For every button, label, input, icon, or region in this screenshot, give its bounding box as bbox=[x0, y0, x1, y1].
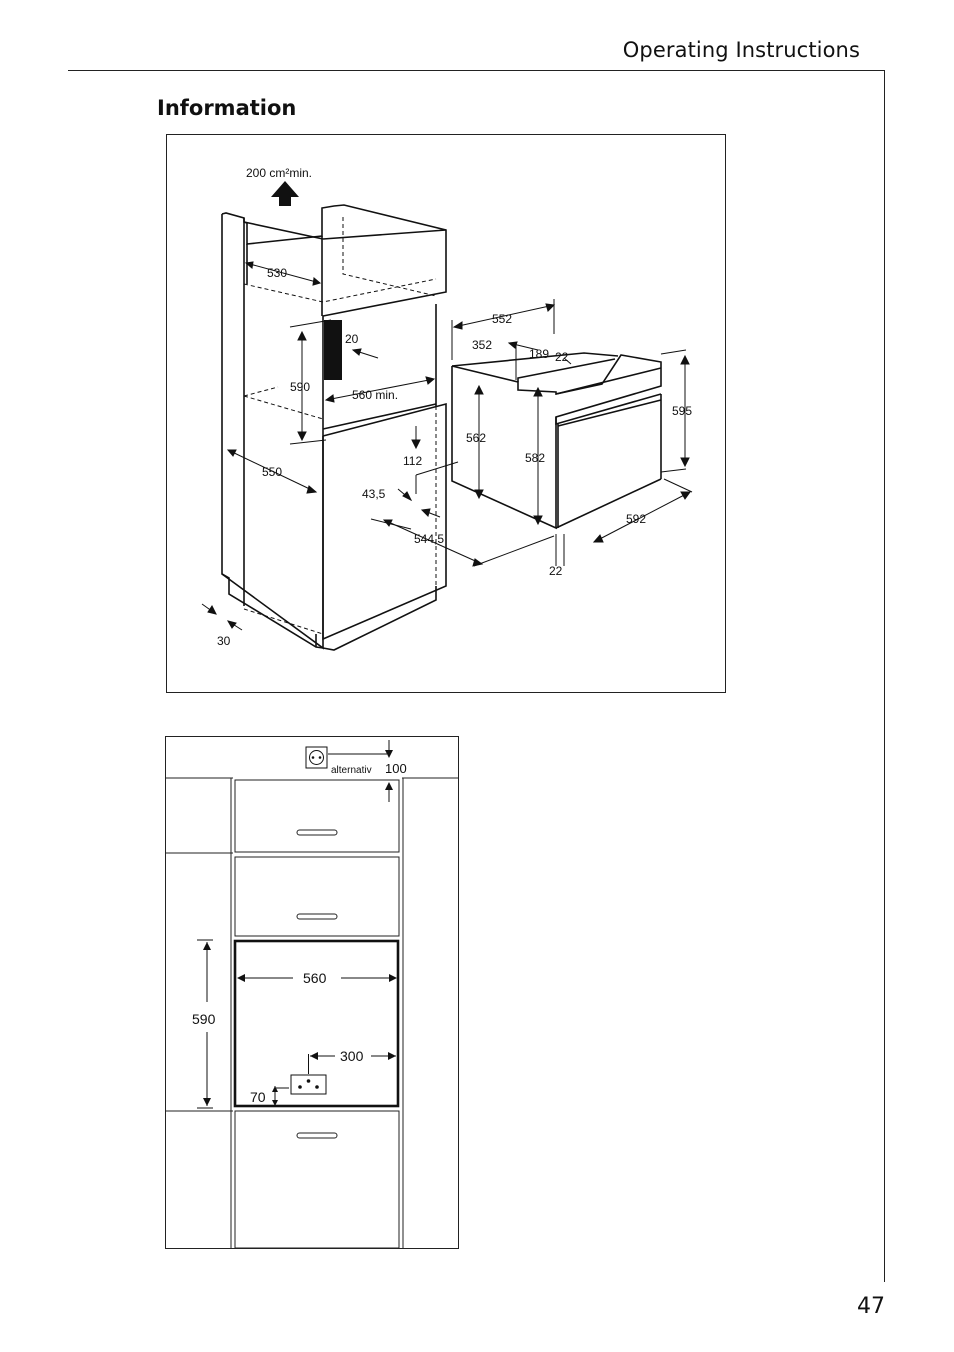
label-582: 582 bbox=[525, 451, 545, 465]
label-590: 590 bbox=[192, 1011, 216, 1027]
drawer-handle bbox=[296, 829, 338, 836]
oven-dimension-lines bbox=[451, 299, 693, 567]
label-189: 189 bbox=[529, 347, 549, 361]
label-30: 30 bbox=[217, 634, 231, 648]
oven-socket-icon bbox=[290, 1074, 327, 1095]
drawer-handle bbox=[296, 913, 338, 920]
label-22-top: 22 bbox=[555, 350, 569, 364]
label-595: 595 bbox=[672, 404, 692, 418]
drawer-2 bbox=[234, 856, 400, 937]
label-560-min: 560 min. bbox=[352, 388, 398, 402]
label-550: 550 bbox=[262, 465, 282, 479]
figure-frame bbox=[166, 134, 726, 693]
cabinet-hidden-lines bbox=[243, 217, 437, 635]
header-rule bbox=[68, 70, 885, 71]
label-590: 590 bbox=[290, 380, 310, 394]
socket-icon bbox=[305, 746, 328, 769]
label-544-5: 544,5 bbox=[414, 532, 444, 546]
socket-position-figure: alternativ 100 560 590 300 70 bbox=[165, 736, 459, 1249]
label-43-5: 43,5 bbox=[362, 487, 386, 501]
label-300: 300 bbox=[340, 1048, 364, 1064]
drawer-3 bbox=[234, 1110, 400, 1249]
installation-dimensions-figure: 200 cm²min. bbox=[166, 134, 726, 693]
label-592: 592 bbox=[626, 512, 646, 526]
label-552: 552 bbox=[492, 312, 512, 326]
label-70: 70 bbox=[250, 1089, 266, 1105]
page-number: 47 bbox=[857, 1294, 885, 1319]
label-560: 560 bbox=[303, 970, 327, 986]
label-352: 352 bbox=[472, 338, 492, 352]
section-title: Information bbox=[157, 96, 297, 120]
ventilation-gap-strip bbox=[324, 320, 342, 380]
cabinet-dimension-lines bbox=[201, 261, 484, 631]
drawer-handle bbox=[296, 1132, 338, 1139]
label-530: 530 bbox=[267, 266, 287, 280]
label-alternativ: alternativ bbox=[331, 765, 372, 776]
label-22-bottom: 22 bbox=[549, 564, 563, 578]
cabinet-drawing bbox=[221, 204, 447, 651]
drawer-1 bbox=[234, 779, 400, 853]
running-header: Operating Instructions bbox=[622, 38, 860, 62]
margin-rule bbox=[884, 70, 885, 1282]
label-112: 112 bbox=[403, 454, 422, 468]
vent-label: 200 cm²min. bbox=[246, 166, 312, 180]
figure-frame bbox=[165, 736, 459, 1249]
label-20: 20 bbox=[345, 332, 359, 346]
oven-drawing bbox=[451, 352, 662, 530]
label-100: 100 bbox=[385, 761, 407, 776]
label-562: 562 bbox=[466, 431, 486, 445]
vent-arrow-icon bbox=[271, 181, 299, 206]
oven-niche bbox=[233, 939, 400, 1108]
